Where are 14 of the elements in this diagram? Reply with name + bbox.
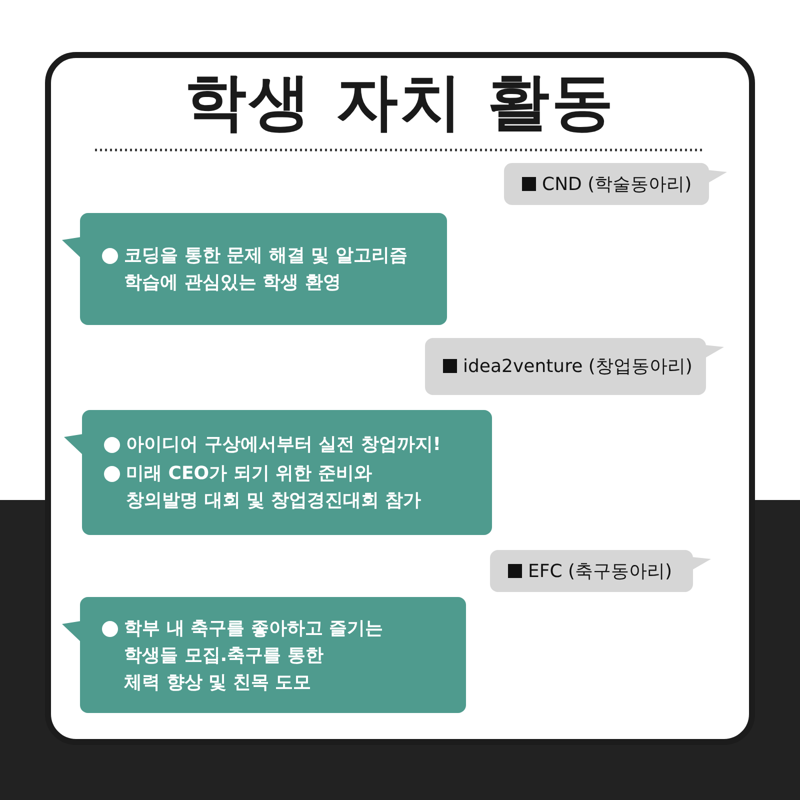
- club-name-tag: [425, 338, 724, 395]
- title: 학생 자치 활동: [183, 64, 617, 140]
- description-text: 미래 CEO가 되기 위한 준비와 창의발명 대회 및 창업경진대회 참가: [126, 462, 422, 513]
- club-name: idea2venture (창업동아리): [463, 355, 692, 379]
- club-name: EFC (축구동아리): [528, 560, 672, 584]
- description-text: 코딩을 통한 문제 해결 및 알고리즘 학습에 관심있는 학생 환영: [124, 244, 408, 295]
- description-text: 아이디어 구상에서부터 실전 창업까지!: [126, 433, 442, 457]
- speech-bubble: [62, 213, 447, 325]
- speech-bubble: [64, 410, 492, 535]
- club-name-tag: [504, 163, 727, 205]
- speech-bubble: [62, 597, 466, 713]
- club-name-tag: [490, 550, 711, 592]
- club-name: CND (학술동아리): [542, 172, 692, 196]
- description-text: 학부 내 축구를 좋아하고 즐기는 학생들 모집.축구를 통한 체력 향상 및 친목 도모: [124, 616, 384, 694]
